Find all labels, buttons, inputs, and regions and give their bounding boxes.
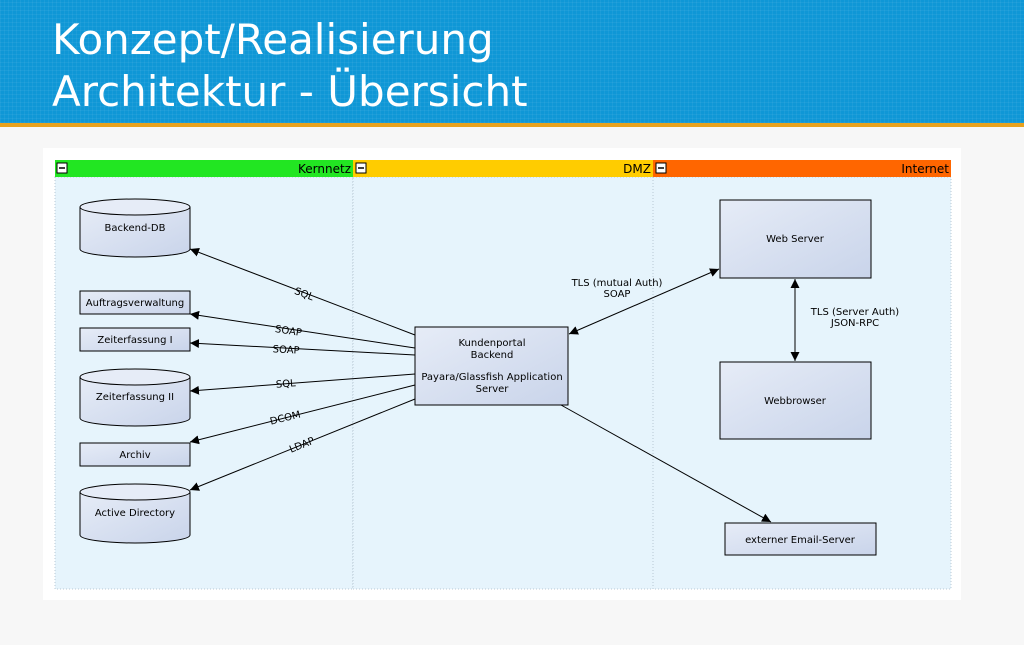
- edge-ldap-active-directory: [189, 398, 416, 491]
- svg-text:Kundenportal: Kundenportal: [459, 338, 526, 349]
- svg-text:Auftragsverwaltung: Auftragsverwaltung: [86, 298, 184, 309]
- node-archiv[interactable]: Archiv: [79, 442, 191, 467]
- svg-text:externer Email-Server: externer Email-Server: [745, 535, 856, 546]
- svg-text:Backend-DB: Backend-DB: [105, 223, 166, 234]
- edge-label-tls-mutual: TLS (mutual Auth) SOAP: [571, 278, 663, 300]
- edge-dcom-archiv: [189, 384, 416, 445]
- svg-text:Webbrowser: Webbrowser: [764, 396, 827, 407]
- svg-text:TLS (Server Auth): TLS (Server Auth): [810, 307, 900, 318]
- svg-text:JSON-RPC: JSON-RPC: [830, 318, 879, 329]
- svg-text:Archiv: Archiv: [119, 450, 150, 461]
- svg-text:TLS (mutual Auth): TLS (mutual Auth): [571, 278, 663, 289]
- node-kundenportal-backend[interactable]: Kundenportal Backend Payara/Glassfish Ap…: [414, 326, 569, 406]
- zone-kernnetz-label: Kernnetz: [298, 162, 351, 176]
- svg-text:Backend: Backend: [471, 350, 514, 361]
- node-web-server[interactable]: Web Server: [719, 199, 872, 279]
- edges: [189, 248, 800, 523]
- node-zeiterfassung1[interactable]: Zeiterfassung I: [79, 327, 191, 352]
- edge-soap-auftragsverwaltung: [189, 310, 416, 349]
- slide-title-line-1: Konzept/Realisierung: [52, 15, 494, 64]
- architecture-diagram: Kernnetz DMZ Internet SQL SOAP SOAP SQL …: [54, 160, 952, 590]
- edge-sql-zeiterfassung2: [189, 373, 416, 395]
- zone-internet-label: Internet: [901, 162, 949, 176]
- edge-label-tls-server: TLS (Server Auth) JSON-RPC: [810, 307, 900, 329]
- slide-header: Konzept/Realisierung Architektur - Übers…: [0, 0, 1024, 127]
- svg-text:Server: Server: [476, 384, 510, 395]
- node-backend-db[interactable]: Backend-DB: [79, 198, 191, 258]
- svg-text:Web Server: Web Server: [766, 234, 825, 245]
- node-active-directory[interactable]: Active Directory: [79, 483, 191, 544]
- svg-text:Zeiterfassung II: Zeiterfassung II: [96, 392, 174, 403]
- edge-soap-zeiterfassung1: [189, 338, 416, 356]
- edge-label-soap-auftrag: SOAP: [274, 324, 302, 339]
- edge-sql-backend-db: [189, 248, 416, 336]
- zone-dmz-label: DMZ: [623, 162, 651, 176]
- node-email-server[interactable]: externer Email-Server: [724, 522, 877, 556]
- diagram-canvas: Kernnetz DMZ Internet SQL SOAP SOAP SQL …: [43, 148, 961, 600]
- svg-text:SOAP: SOAP: [604, 289, 631, 300]
- edge-label-soap-zeit1: SOAP: [272, 344, 299, 356]
- svg-text:Zeiterfassung I: Zeiterfassung I: [97, 335, 172, 346]
- edge-label-sql-zeit2: SQL: [276, 378, 297, 390]
- node-webbrowser[interactable]: Webbrowser: [719, 361, 872, 440]
- node-zeiterfassung2[interactable]: Zeiterfassung II: [79, 368, 191, 427]
- edge-email: [560, 404, 772, 523]
- slide-title-line-2: Architektur - Übersicht: [52, 67, 528, 116]
- svg-text:Active Directory: Active Directory: [95, 508, 175, 519]
- svg-text:Payara/Glassfish Application: Payara/Glassfish Application: [421, 372, 562, 383]
- edge-tls-mutual: [568, 268, 720, 335]
- node-auftragsverwaltung[interactable]: Auftragsverwaltung: [79, 290, 191, 315]
